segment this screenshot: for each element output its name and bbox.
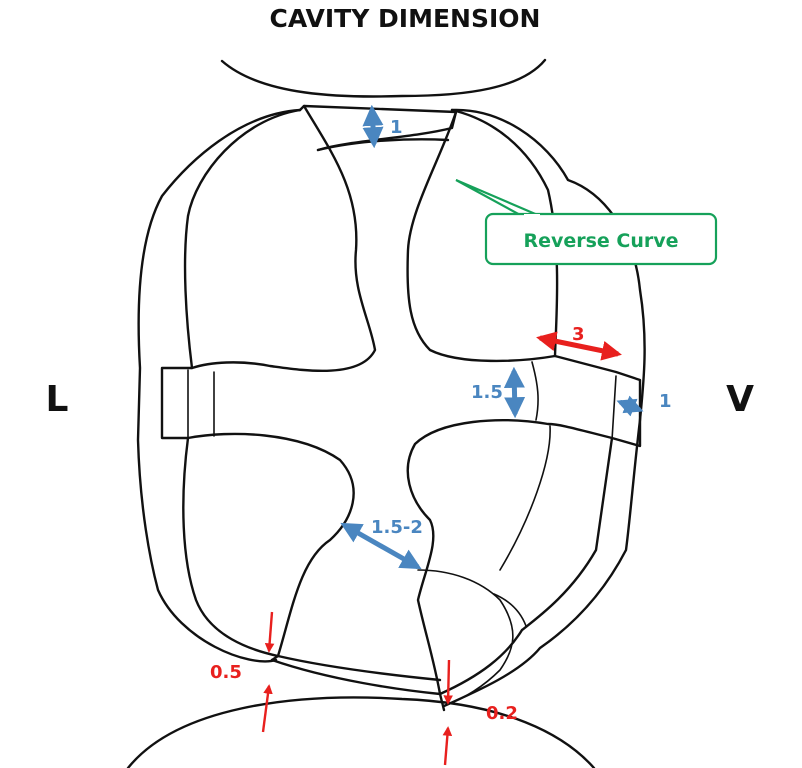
gingival-right-top-arrow [443,659,453,705]
isthmus-arrow [340,522,422,570]
gingival-left-label: 0.5 [210,662,242,683]
distal-contour [417,569,514,707]
cavity-outer-wall [160,108,642,696]
buccal-slot-line-3 [499,425,551,571]
gingival-left-top-arrow [264,611,275,653]
gingival-floor-box [270,658,446,712]
occlusal-top-floor [316,138,450,152]
cavity-left-lobe [190,104,377,372]
reverse-curve-label: Reverse Curve [523,230,678,252]
buccal-width-arrow [503,366,526,419]
buccal-slot-line-1 [611,375,617,441]
cavity-right-lobe [406,110,557,363]
lingual-side-label: L [46,379,69,420]
buccal-wall-arrow [616,395,644,417]
top-width-label: 1 [390,117,403,138]
gingival-right-label: 0.2 [486,703,518,724]
vestibular-side-label: V [726,379,754,420]
buccal-wall-label: 1 [659,391,672,412]
gingival-left-bottom-arrow [261,684,273,733]
reverse-curve-callout-box [484,212,718,266]
gingival-right-bottom-arrow [442,726,453,766]
occlusal-top-box [298,104,458,152]
mesial-depth-arrow [536,331,622,361]
upper-adjacent-tooth [220,58,547,98]
cavity-center-lower-right [406,419,614,696]
top-width-arrow [362,104,384,149]
distal-contour-2 [493,593,527,627]
isthmus-label: 1.5-2 [371,517,423,538]
gingival-floor-left [276,654,442,682]
mesial-depth-label: 3 [572,324,585,345]
buccal-slot-line-2 [531,361,539,421]
diagram-title: CAVITY DIMENSION [270,4,541,33]
lower-adjacent-tooth [126,696,596,768]
buccal-width-label: 1.5 [471,382,503,403]
reverse-curve-callout-pointer [455,178,541,218]
cavity-center-lower-left [186,432,355,662]
